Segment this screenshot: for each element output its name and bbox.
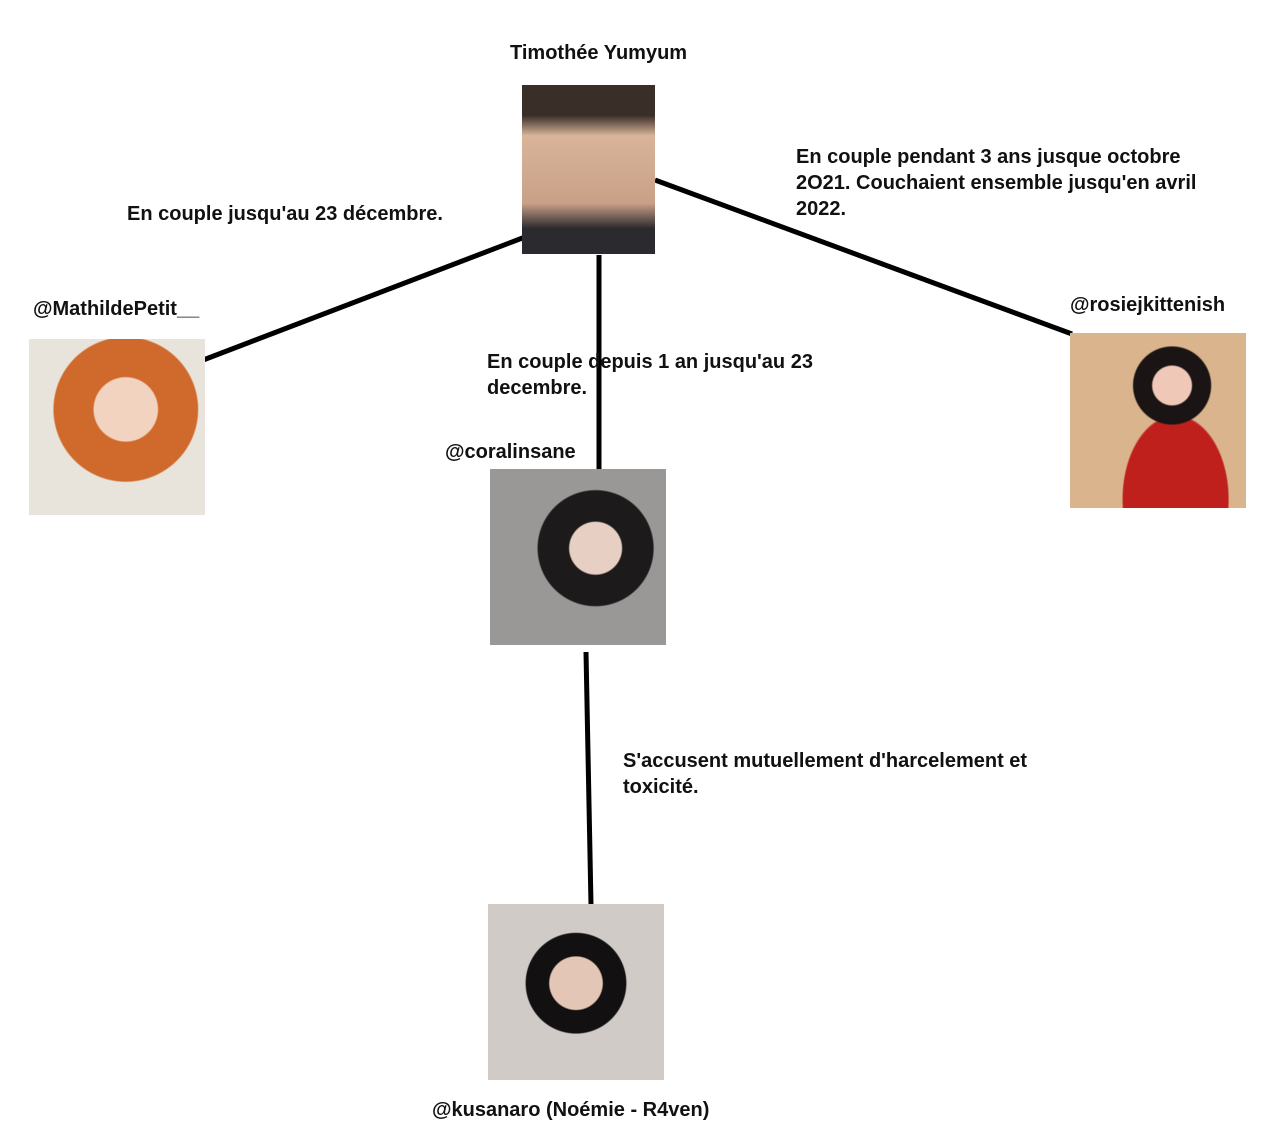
relation-line: decembre. [487, 377, 588, 399]
relation-timothee-coralinsane: En couple depuis 1 an jusqu'au 23 decemb… [487, 349, 813, 401]
kusanaro-name: @kusanaro (Noémie - R4ven) [432, 1099, 710, 1121]
line-coralinsane-kusanaro [583, 651, 594, 906]
line-timothee-mathilde [197, 234, 526, 365]
coralinsane-name: @coralinsane [445, 441, 576, 463]
relation-coralinsane-kusanaro: S'accusent mutuellement d'harcelement et… [623, 748, 1027, 800]
relation-line: 2O21. Couchaient ensemble jusqu'en avril [796, 172, 1197, 194]
relation-line: 2022. [796, 198, 847, 220]
coralinsane-photo [490, 469, 666, 645]
relation-line: toxicité. [623, 776, 699, 798]
timothee-photo [522, 85, 655, 254]
kusanaro-photo [488, 904, 664, 1080]
mathilde-photo [29, 339, 205, 515]
rosie-name: @rosiejkittenish [1070, 294, 1226, 316]
timothee-name: Timothée Yumyum [510, 42, 688, 64]
relation-line: En couple pendant 3 ans jusque octobre [796, 146, 1181, 168]
relation-timothee-rosie: En couple pendant 3 ans jusque octobre 2… [796, 144, 1196, 222]
mathilde-name: @MathildePetit__ [33, 298, 200, 320]
rosie-photo [1070, 333, 1246, 508]
line-timothee-rosie [654, 177, 1073, 337]
relation-line: En couple depuis 1 an jusqu'au 23 [487, 351, 813, 373]
relation-timothee-mathilde: En couple jusqu'au 23 décembre. [127, 203, 443, 225]
relation-line: S'accusent mutuellement d'harcelement et [623, 750, 1028, 772]
